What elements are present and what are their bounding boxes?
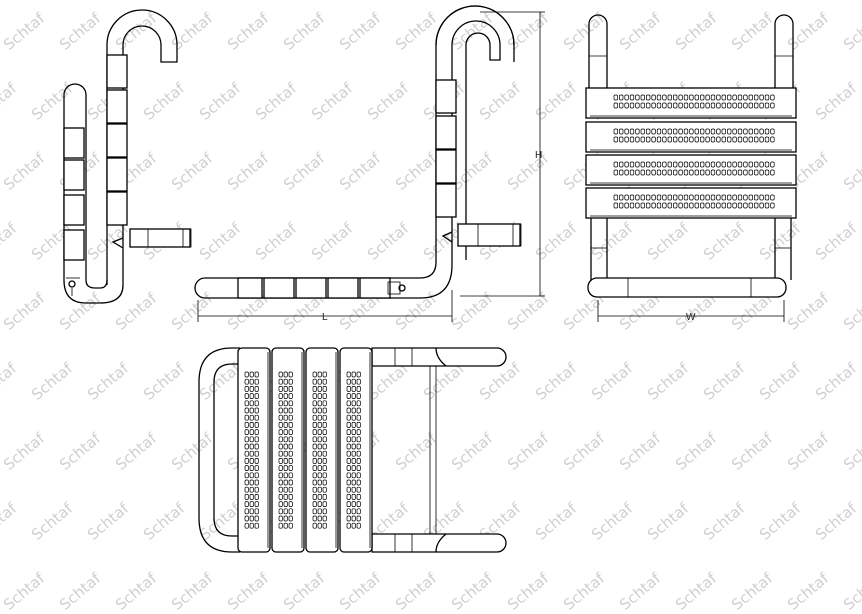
watermark-text: Schtaf (224, 569, 273, 614)
front-view (585, 14, 797, 322)
dim-width-label: W (686, 312, 696, 323)
watermark-text: Schtaf (448, 569, 497, 614)
watermark-text: Schtaf (728, 569, 777, 614)
watermark-text: Schtaf (112, 569, 161, 614)
watermark-text: Schtaf (392, 569, 441, 614)
dim-length-label: L (322, 312, 328, 323)
watermark-text: Schtaf (616, 569, 665, 614)
watermark-text: Schtaf (672, 569, 721, 614)
side-view-main (194, 5, 545, 322)
watermark-text: Schtaf (168, 569, 217, 614)
watermark-text: Schtaf (840, 569, 862, 614)
technical-drawing: L H W (63, 5, 797, 553)
watermark-text: Schtaf (280, 569, 329, 614)
watermark-text: Schtaf (56, 569, 105, 614)
watermark-text: Schtaf (784, 569, 833, 614)
watermark-text: Schtaf (504, 569, 553, 614)
watermark-text: Schtaf (560, 569, 609, 614)
watermark-text: Schtaf (336, 569, 385, 614)
watermark-text: Schtaf (0, 569, 49, 614)
dim-height-label: H (535, 150, 542, 161)
top-view (198, 347, 507, 553)
side-view-small (63, 9, 192, 304)
